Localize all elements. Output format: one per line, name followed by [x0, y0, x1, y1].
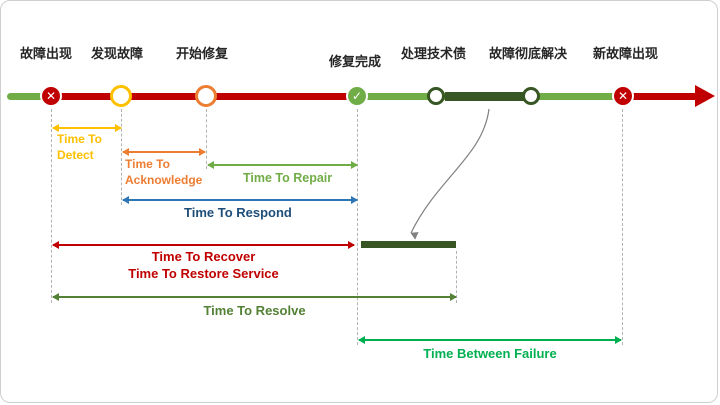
milestone-label-tech-debt-handling: 处理技术债	[401, 46, 467, 61]
time-to-repair-arrow	[207, 161, 358, 169]
guide-line-resolve-end	[456, 251, 457, 303]
guide-line-repair-started	[206, 109, 207, 169]
milestone-label-new-failure-occurs: 新故障出现	[593, 46, 659, 61]
time-between-failure-label: Time Between Failure	[423, 346, 557, 361]
marker-failure-occurs: ✕	[40, 85, 62, 107]
time-to-detect-arrow	[52, 124, 122, 132]
time-to-detect-label: Time To Detect	[57, 132, 102, 162]
check-icon: ✓	[351, 89, 363, 103]
x-icon: ✕	[617, 89, 629, 103]
milestone-label-failure-fully-resolved: 故障彻底解决	[489, 46, 568, 61]
guide-line-new-failure	[622, 109, 623, 345]
time-to-resolve-arrow	[52, 293, 457, 301]
timeline-segment-red-new-outage	[623, 93, 697, 100]
marker-failure-detected	[110, 85, 132, 107]
timeline-arrowhead	[695, 85, 715, 107]
time-to-resolve-label: Time To Resolve	[203, 303, 306, 318]
milestone-label-repair-completed: 修复完成	[329, 54, 382, 69]
time-between-failure-arrow	[358, 336, 622, 344]
tech-debt-segment-on-timeline	[445, 92, 529, 101]
marker-repair-completed: ✓	[346, 85, 368, 107]
milestone-label-failure-occurs: 故障出现	[20, 46, 73, 61]
tech-debt-bar	[361, 241, 456, 248]
milestone-label-repair-started: 开始修复	[176, 46, 229, 61]
x-icon: ✕	[45, 89, 57, 103]
marker-repair-started	[195, 85, 217, 107]
time-to-recover-label: Time To Recover	[151, 249, 256, 264]
milestone-label-failure-detected: 发现故障	[91, 46, 144, 61]
marker-new-failure-occurs: ✕	[612, 85, 634, 107]
time-to-respond-label: Time To Respond	[184, 205, 292, 220]
marker-tech-debt-start	[427, 87, 445, 105]
time-to-restore-service-label: Time To Restore Service	[128, 266, 279, 281]
time-to-repair-label: Time To Repair	[243, 171, 333, 185]
guide-line-failure-occurs	[51, 109, 52, 303]
time-to-respond-arrow	[122, 196, 358, 204]
time-to-acknowledge-arrow	[122, 148, 206, 156]
guide-line-failure-detected	[121, 109, 122, 205]
timeline-segment-green-start	[7, 93, 53, 100]
time-to-acknowledge-label: Time To Acknowledge	[125, 157, 203, 187]
time-to-recover-arrow	[52, 241, 355, 249]
marker-failure-fully-resolved	[522, 87, 540, 105]
guide-line-repair-completed	[357, 109, 358, 345]
